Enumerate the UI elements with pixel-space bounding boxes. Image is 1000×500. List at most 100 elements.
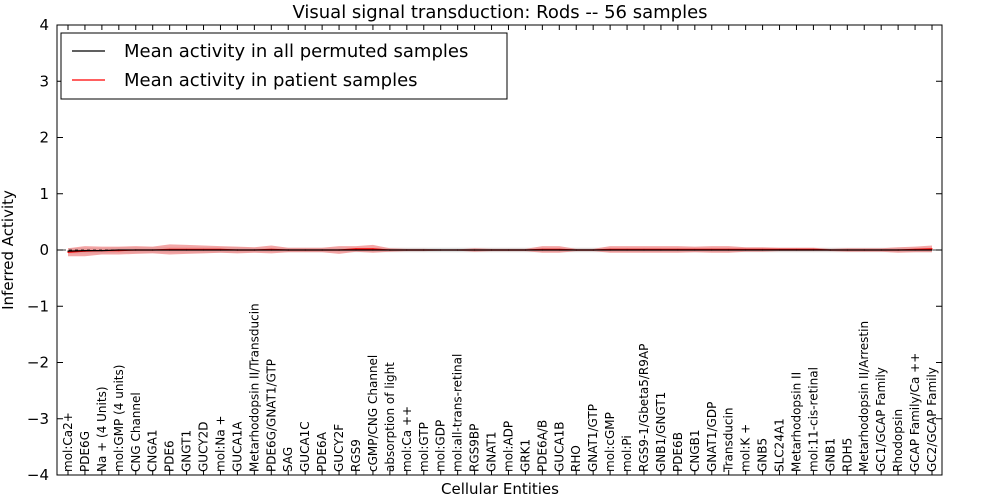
x-tick-label: GUCA1A xyxy=(230,421,244,472)
x-tick-label: absorption of light xyxy=(383,362,397,472)
permuted-mean-point xyxy=(440,249,442,251)
permuted-mean-point xyxy=(575,249,577,251)
permuted-mean-point xyxy=(626,249,628,251)
x-tick-label: Na + (4 Units) xyxy=(95,386,109,472)
permuted-mean-point xyxy=(219,249,222,251)
x-tick-label: mol:ADP xyxy=(502,421,516,472)
x-tick-label: Transducin xyxy=(722,408,736,473)
patient-mean-point xyxy=(931,248,933,250)
x-tick-label: cGMP/CNG Channel xyxy=(366,355,380,472)
x-tick-label: Metarhodopsin II/Arrestin xyxy=(857,321,871,472)
patient-mean-point xyxy=(372,248,374,250)
x-tick-label: RGS9-1/Gbeta5/R9AP xyxy=(637,344,651,472)
x-tick-label: RGS9BP xyxy=(468,424,482,472)
permuted-mean-point xyxy=(897,249,899,251)
permuted-mean-point xyxy=(185,249,188,251)
permuted-mean-point xyxy=(812,249,815,251)
permuted-mean-point xyxy=(931,249,933,251)
permuted-mean-point xyxy=(643,249,645,251)
permuted-mean-point xyxy=(677,249,679,251)
x-tick-label: RGS9 xyxy=(349,439,363,472)
x-tick-label: mol:Ca2+ xyxy=(61,412,75,472)
x-tick-label: PDE6G xyxy=(78,431,92,472)
x-tick-label: Metarhodopsin II xyxy=(790,372,804,472)
y-tick-label: −2 xyxy=(27,354,49,372)
permuted-mean-point xyxy=(592,249,594,251)
y-tick-label: 3 xyxy=(39,72,49,90)
y-tick-label: 4 xyxy=(39,16,49,34)
permuted-mean-point xyxy=(152,249,154,251)
permuted-mean-point xyxy=(778,249,781,251)
x-tick-label: CNG Channel xyxy=(129,392,143,472)
legend: Mean activity in all permuted samples Me… xyxy=(60,32,508,100)
x-tick-label: GUCY2D xyxy=(197,422,211,472)
permuted-mean-point xyxy=(118,249,120,251)
permuted-mean-point xyxy=(101,249,103,252)
x-tick-label: Rhodopsin xyxy=(891,409,905,472)
permuted-mean-point xyxy=(711,249,713,251)
x-tick-label: CNGB1 xyxy=(688,429,702,472)
x-tick-label: GRK1 xyxy=(518,439,532,472)
permuted-mean-point xyxy=(473,249,476,251)
x-tick-label: PDE6 xyxy=(163,440,177,472)
x-tick-label: Metarhodopsin II/Transducin xyxy=(247,303,261,472)
permuted-mean-point xyxy=(524,249,527,251)
x-tick-label: mol:cGMP xyxy=(603,412,617,472)
permuted-mean-point xyxy=(541,249,543,251)
permuted-mean-point xyxy=(846,249,848,251)
permuted-mean-point xyxy=(660,249,662,251)
x-tick-label: mol:11-cis-retinal xyxy=(806,367,820,472)
x-tick-label: SAG xyxy=(281,447,295,472)
permuted-mean-point xyxy=(423,249,425,251)
permuted-mean-point xyxy=(795,249,798,251)
permuted-mean-point xyxy=(863,249,865,251)
x-tick-label: GUCA1B xyxy=(552,421,566,472)
x-tick-label: PDE6A xyxy=(315,431,329,472)
x-tick-label: GNGT1 xyxy=(180,430,194,472)
x-tick-label: mol:all-trans-retinal xyxy=(451,354,465,472)
permuted-mean-point xyxy=(253,249,255,251)
x-tick-label: GNB1/GNGT1 xyxy=(654,392,668,472)
permuted-mean-point xyxy=(372,249,374,251)
permuted-mean-point xyxy=(829,249,831,251)
x-tick-label: mol:GTP xyxy=(417,422,431,472)
permuted-mean-point xyxy=(761,249,764,251)
x-tick-label: PDE6A/B xyxy=(535,420,549,472)
x-tick-label: RHO xyxy=(569,445,583,472)
permuted-mean-point xyxy=(135,249,137,251)
x-tick-label: PDE6B xyxy=(671,432,685,472)
permuted-mean-point xyxy=(304,249,306,251)
x-tick-label: PDE6G/GNAT1/GTP xyxy=(264,359,278,472)
permuted-mean-point xyxy=(321,249,323,251)
patient-mean-point xyxy=(355,248,357,250)
x-tick-label: SLC24A1 xyxy=(773,418,787,472)
series-lines xyxy=(67,248,933,253)
chart-title: Visual signal transduction: Rods -- 56 s… xyxy=(292,2,707,23)
x-tick-label: GC2/GCAP Family xyxy=(925,367,939,472)
y-tick-label: −1 xyxy=(27,297,49,315)
x-tick-label: GC1/GCAP Family xyxy=(874,367,888,472)
x-tick-label: GNAT1/GTP xyxy=(586,404,600,472)
permuted-mean-point xyxy=(507,249,510,251)
y-axis-label: Inferred Activity xyxy=(0,190,17,310)
x-tick-label: mol:GDP xyxy=(434,420,448,472)
legend-box xyxy=(60,32,508,100)
permuted-mean-point xyxy=(202,249,205,251)
permuted-mean-point xyxy=(609,249,611,251)
x-tick-label: GNB5 xyxy=(756,438,770,472)
permuted-mean-point xyxy=(406,249,408,251)
permuted-mean-point xyxy=(355,249,357,251)
permuted-mean-point xyxy=(558,249,560,251)
y-tick-label: 1 xyxy=(39,185,49,203)
permuted-mean-point xyxy=(490,249,493,251)
permuted-mean-point xyxy=(914,249,916,251)
y-tick-label: −4 xyxy=(27,466,49,484)
permuted-mean-point xyxy=(880,249,882,251)
permuted-mean-point xyxy=(745,249,747,251)
x-tick-label: mol:Na + xyxy=(214,415,228,472)
legend-label-permuted: Mean activity in all permuted samples xyxy=(124,41,468,62)
permuted-mean-point xyxy=(457,249,459,251)
permuted-mean-line xyxy=(67,249,932,252)
